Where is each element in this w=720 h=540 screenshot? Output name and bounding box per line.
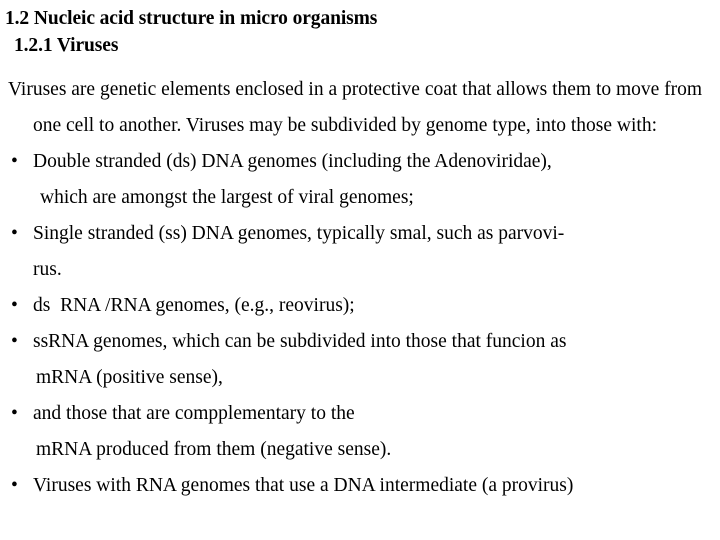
list-item-line: ds RNA /RNA genomes, (e.g., reovirus); xyxy=(33,295,355,316)
list-item-line: mRNA (positive sense), xyxy=(36,367,223,388)
list-item: • Viruses with RNA genomes that use a DN… xyxy=(0,468,720,504)
list-item: • and those that are compplementary to t… xyxy=(0,396,720,468)
list-item-line: ssRNA genomes, which can be subdivided i… xyxy=(33,331,567,352)
virus-genome-type-list: • Double stranded (ds) DNA genomes (incl… xyxy=(0,144,720,504)
subsection-heading: 1.2.1 Viruses xyxy=(14,35,119,56)
intro-paragraph: Viruses are genetic elements enclosed in… xyxy=(8,79,707,136)
section-heading: 1.2 Nucleic acid structure in micro orga… xyxy=(5,8,378,29)
list-item: • Single stranded (ss) DNA genomes, typi… xyxy=(0,216,720,288)
body-block: Viruses are genetic elements enclosed in… xyxy=(0,72,720,504)
list-item: • ds RNA /RNA genomes, (e.g., reovirus); xyxy=(0,288,720,324)
list-item-line: Single stranded (ss) DNA genomes, typica… xyxy=(33,223,565,244)
bullet-icon: • xyxy=(11,331,18,352)
list-item-line: Viruses with RNA genomes that use a DNA … xyxy=(33,475,574,496)
list-item-line: Double stranded (ds) DNA genomes (includ… xyxy=(33,151,552,172)
heading-block: 1.2 Nucleic acid structure in micro orga… xyxy=(0,0,720,60)
bullet-icon: • xyxy=(11,223,18,244)
list-item-line: rus. xyxy=(33,259,62,280)
list-item-line: and those that are compplementary to the xyxy=(33,403,355,424)
list-item: • ssRNA genomes, which can be subdivided… xyxy=(0,324,720,396)
bullet-icon: • xyxy=(11,295,18,316)
bullet-icon: • xyxy=(11,403,18,424)
bullet-icon: • xyxy=(11,475,18,496)
list-item: • Double stranded (ds) DNA genomes (incl… xyxy=(0,144,720,216)
list-item-line: mRNA produced from them (negative sense)… xyxy=(36,439,392,460)
list-item-line: which are amongst the largest of viral g… xyxy=(40,187,414,208)
bullet-icon: • xyxy=(11,151,18,172)
